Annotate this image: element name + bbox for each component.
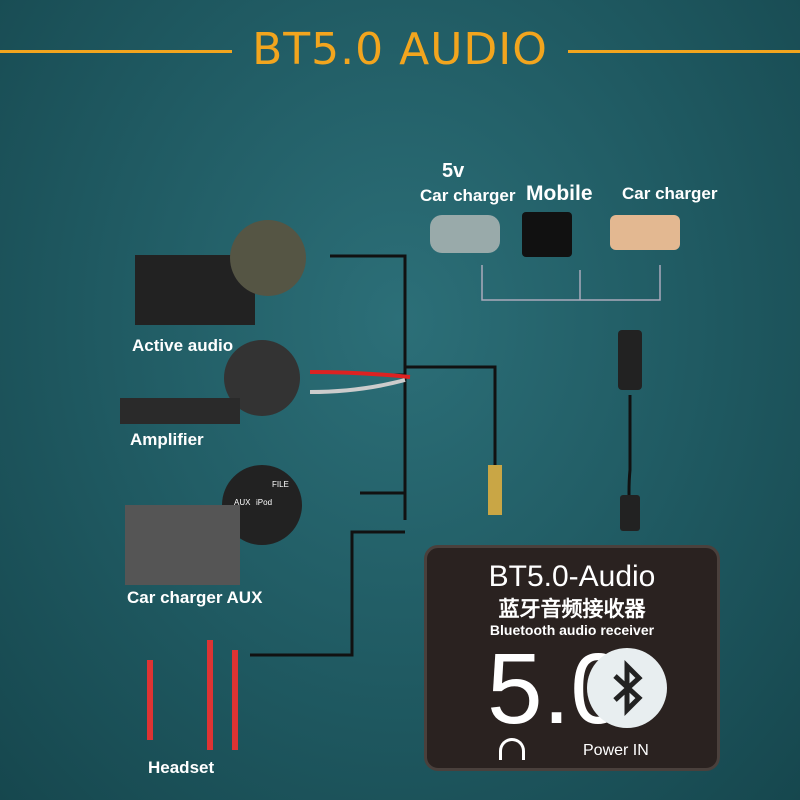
aux-label: AUX — [234, 498, 251, 507]
label-mobile: Mobile — [526, 182, 593, 205]
red-rca-cable — [309, 370, 411, 379]
amplifier-image — [120, 398, 240, 424]
usb-plug — [618, 330, 642, 390]
white-rca-cable — [309, 378, 406, 394]
label-headset: Headset — [148, 758, 215, 777]
power-bank-image — [610, 215, 680, 250]
title-rule-left — [0, 50, 232, 53]
label-5v: 5v — [442, 160, 465, 182]
car-charger-image — [430, 215, 500, 253]
micro-usb-plug — [620, 495, 640, 531]
label-car-charger-5v: Car charger — [420, 186, 516, 205]
file-label: FILE — [272, 480, 289, 489]
label-active-audio: Active audio — [132, 336, 234, 355]
headset-image — [147, 640, 238, 750]
label-car-charger: Car charger — [622, 184, 718, 203]
headphone-icon — [499, 738, 525, 760]
title-rule-right — [568, 50, 800, 53]
charger-bracket — [481, 265, 661, 301]
rca-closeup — [224, 340, 300, 416]
device-chinese-title: 蓝牙音频接收器 — [498, 597, 646, 621]
device-subtitle: Bluetooth audio receiver — [489, 622, 655, 638]
ipod-label: iPod — [256, 498, 273, 507]
wire-active-audio — [330, 254, 407, 520]
wire-headset — [250, 530, 405, 657]
label-amplifier: Amplifier — [130, 430, 204, 449]
wire-to-device — [405, 365, 497, 470]
device-title: BT5.0-Audio — [488, 560, 656, 593]
label-car-charger-aux: Car charger AUX — [127, 588, 263, 607]
bluetooth-receiver-device: BT5.0-Audio 蓝牙音频接收器 Bluetooth audio rece… — [424, 545, 720, 771]
mobile-charger-image — [522, 212, 572, 257]
aux-closeup — [222, 465, 302, 545]
bluetooth-icon — [587, 648, 667, 728]
car-stereo-image — [125, 505, 240, 585]
power-in-label: Power IN — [583, 742, 649, 759]
audio-jack — [488, 465, 502, 515]
page-title: BT5.0 AUDIO — [252, 24, 548, 75]
jack-closeup — [230, 220, 306, 296]
